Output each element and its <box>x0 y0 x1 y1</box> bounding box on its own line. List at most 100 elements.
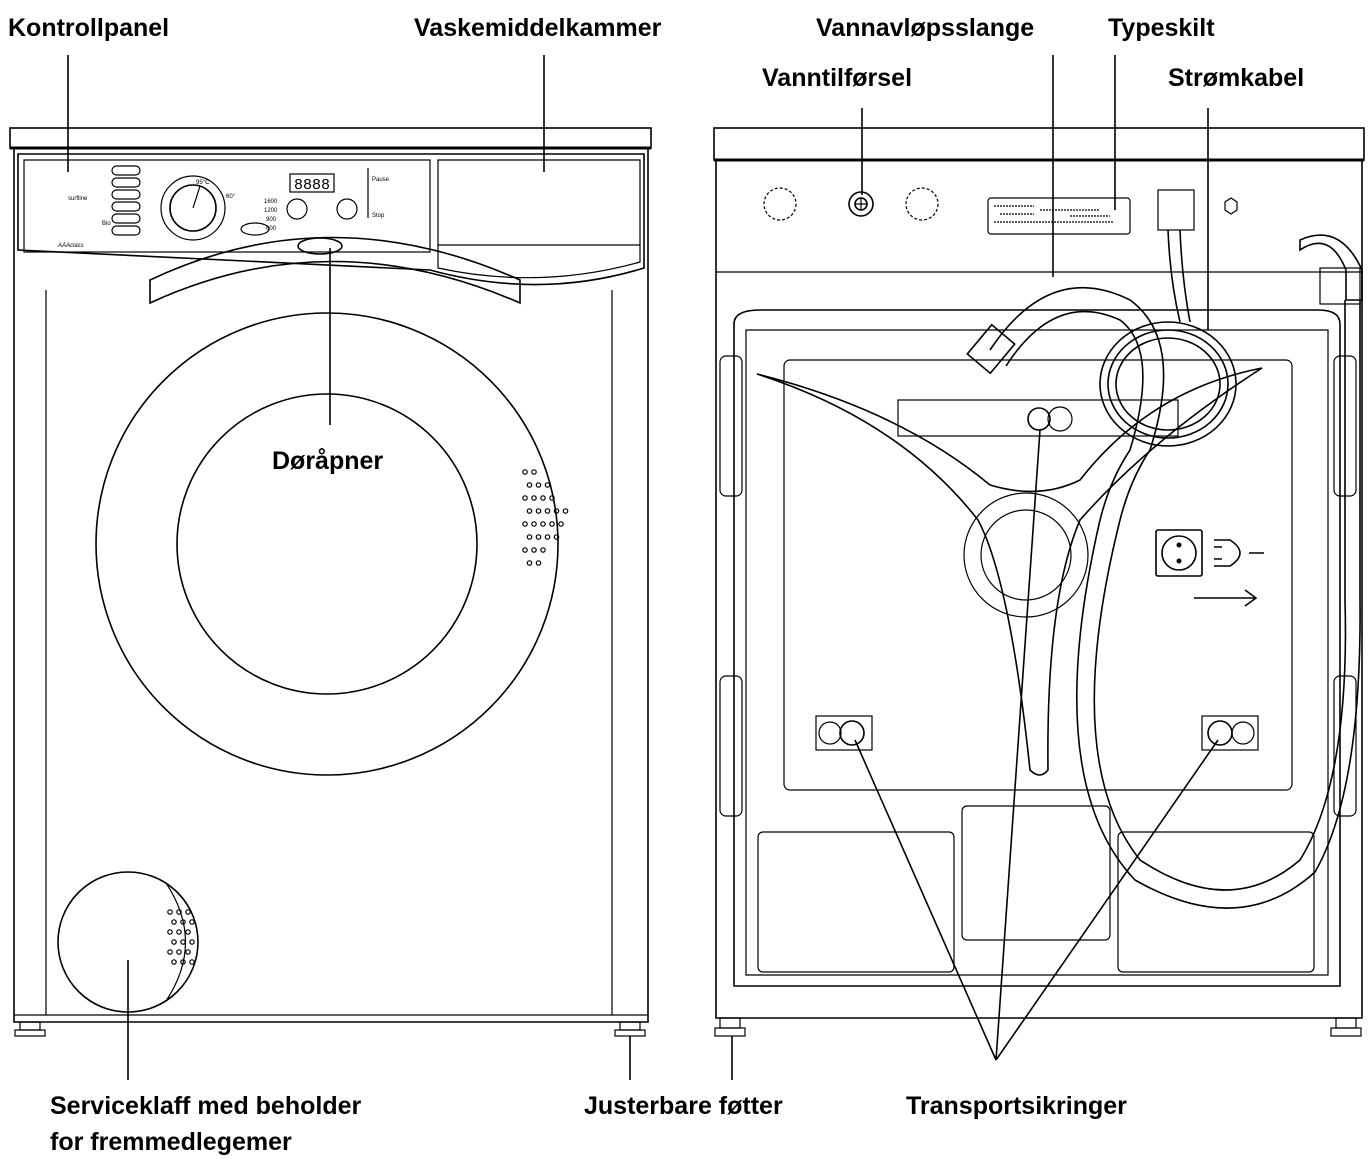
vent-hole <box>544 508 551 514</box>
time-display <box>289 173 335 193</box>
vent-hole <box>531 547 537 553</box>
transport-bolt-top <box>1027 407 1051 431</box>
door-handle-arc <box>149 236 521 305</box>
vent-hole <box>540 495 546 501</box>
label-drain-hose: Vannavløpsslange <box>816 14 1034 42</box>
vent-hole <box>535 560 542 566</box>
vent-hole <box>553 534 560 540</box>
vent-hole <box>171 959 177 965</box>
vent-hole <box>553 508 560 514</box>
cable-holder <box>1157 189 1195 231</box>
vent-hole <box>544 482 551 488</box>
door-glass <box>176 393 478 695</box>
vent-hole <box>176 909 182 915</box>
vent-hole <box>180 959 186 965</box>
spin-1200-mark: 1200 <box>264 208 278 214</box>
vent-hole <box>531 469 537 475</box>
vent-hole <box>167 909 173 915</box>
front-foot-right <box>614 1021 646 1037</box>
label-water-inlet: Vanntilførsel <box>762 64 912 92</box>
rear-cabinet <box>715 160 1363 1019</box>
top-transport-bracket <box>897 399 1179 437</box>
label-power-cable: Strømkabel <box>1168 64 1304 92</box>
programme-dial <box>169 184 217 232</box>
rating-plate <box>987 197 1131 235</box>
program-buttons <box>111 165 141 236</box>
plug-symbol <box>1214 539 1264 567</box>
transport-bracket-left <box>815 715 873 751</box>
energy-class-mark: AAAclass <box>57 243 84 249</box>
vent-hole <box>180 939 186 945</box>
vent-hole <box>171 919 177 925</box>
rear-top-plate <box>713 127 1365 161</box>
label-door-opener: Døråpner <box>272 447 383 475</box>
rear-view <box>713 127 1365 1037</box>
vent-hole <box>549 521 555 527</box>
vent-hole <box>526 534 533 540</box>
vent-hole <box>531 495 537 501</box>
front-foot-left <box>14 1021 46 1037</box>
spin-900-mark: 900 <box>266 217 277 223</box>
label-service-flap-line1: Serviceklaff med beholder <box>50 1092 362 1120</box>
blank-port-left <box>763 187 797 221</box>
drum-hub <box>963 492 1089 618</box>
option-knob <box>286 198 308 220</box>
stop-mark: Stop <box>372 213 385 219</box>
vent-hole <box>189 919 195 925</box>
front-vent-holes <box>522 469 569 566</box>
service-flap-holes <box>167 909 195 965</box>
drain-hose <box>966 234 1363 909</box>
vent-hole <box>522 469 528 475</box>
vent-hole <box>522 547 528 553</box>
vent-hole <box>185 929 191 935</box>
detergent-drawer <box>437 159 641 279</box>
label-service-flap-line2: for fremmedlegemer <box>50 1128 292 1156</box>
vent-hole <box>562 508 569 514</box>
vent-hole <box>535 534 542 540</box>
blank-port-right <box>905 187 939 221</box>
vent-hole <box>558 521 564 527</box>
vent-hole <box>526 508 533 514</box>
motor-bracket <box>756 367 1263 776</box>
brand-mark: surfline <box>68 196 88 202</box>
vent-hole <box>522 495 528 501</box>
vent-hole <box>535 508 542 514</box>
vent-hole <box>526 560 533 566</box>
door-outer-ring <box>95 312 559 776</box>
vent-hole <box>540 547 546 553</box>
unplug-arrow <box>1194 589 1258 607</box>
vent-hole <box>544 534 551 540</box>
power-cable-coil <box>1099 229 1237 447</box>
temp-60-mark: 60° <box>226 194 236 200</box>
label-adjustable-feet: Justerbare føtter <box>584 1092 783 1120</box>
vent-hole <box>189 959 195 965</box>
vent-hole <box>176 929 182 935</box>
socket-symbol <box>1155 529 1203 577</box>
label-transport-locks: Transportsikringer <box>906 1092 1127 1120</box>
rear-foot-left <box>714 1017 746 1037</box>
label-control-panel: Kontrollpanel <box>8 14 169 42</box>
bio-mark: Bio <box>102 221 111 227</box>
vent-hole <box>531 521 537 527</box>
front-top-plate <box>9 127 652 149</box>
transport-bracket-right <box>1201 715 1259 751</box>
vent-hole <box>526 482 533 488</box>
vent-hole <box>185 909 191 915</box>
rear-foot-right <box>1330 1017 1362 1037</box>
temp-95-mark: 95°C <box>196 180 210 186</box>
vent-hole <box>540 521 546 527</box>
spin-1600-mark: 1600 <box>264 199 278 205</box>
vent-hole <box>167 949 173 955</box>
control-panel <box>17 153 645 286</box>
water-inlet-valve <box>848 191 874 217</box>
pause-mark: Pause <box>372 177 390 183</box>
vent-hole <box>522 521 528 527</box>
front-cabinet <box>13 148 649 1023</box>
start-knob <box>336 198 358 220</box>
vent-hole <box>171 939 177 945</box>
transport-bolt-right <box>1207 720 1233 746</box>
transport-bolt-left <box>839 720 865 746</box>
vent-hole <box>185 949 191 955</box>
rear-panel <box>733 309 1341 987</box>
door-opener-button <box>297 237 343 255</box>
